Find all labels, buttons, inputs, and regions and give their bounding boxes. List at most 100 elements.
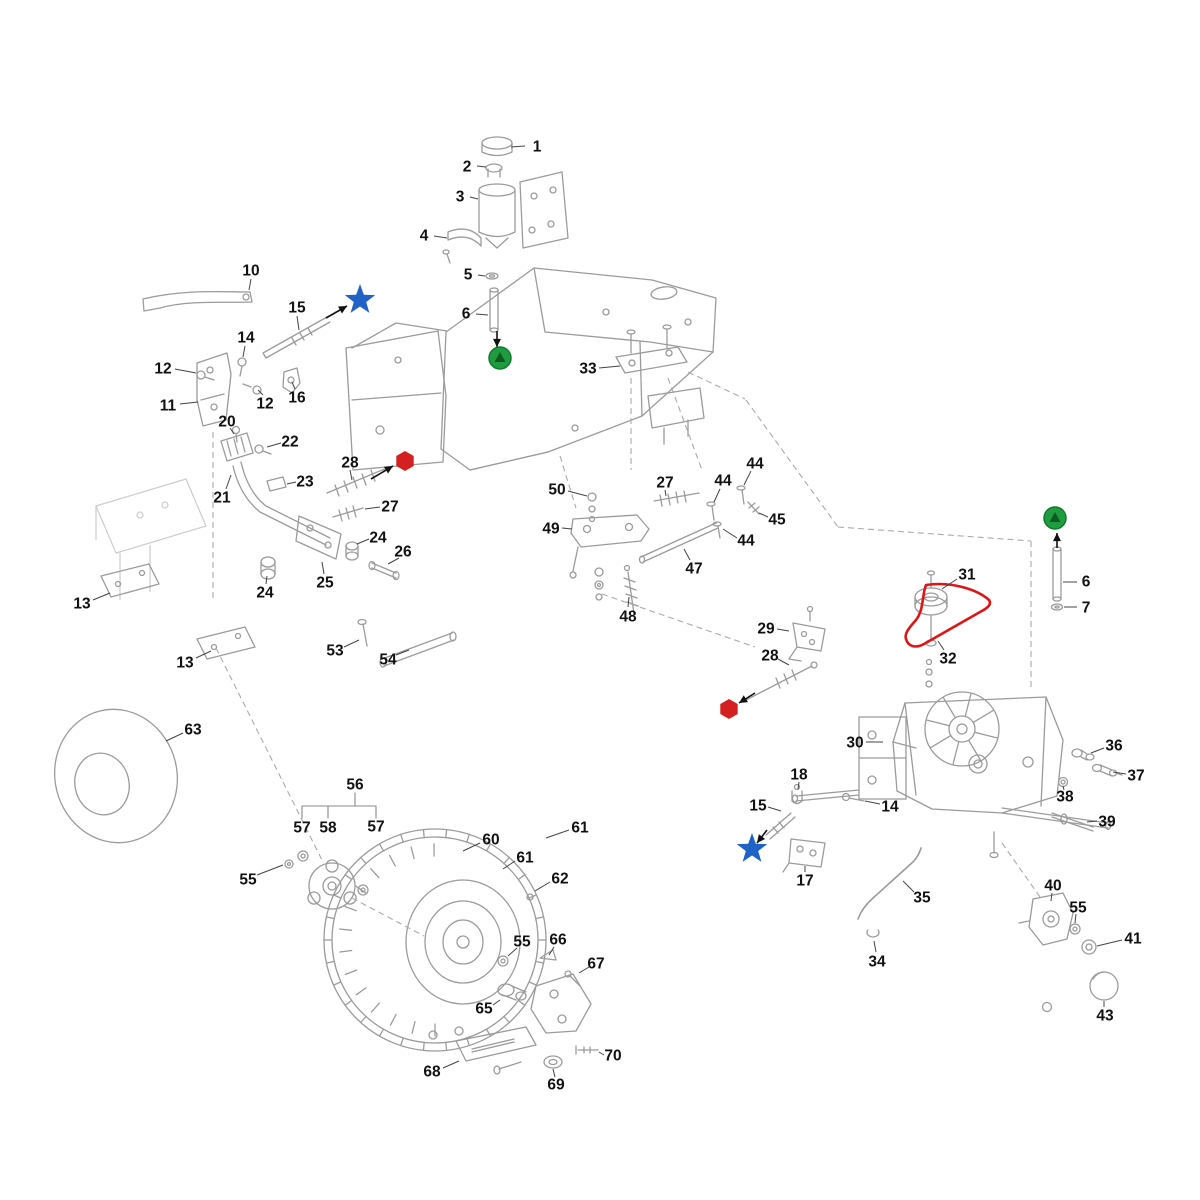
spring-27-left xyxy=(332,505,364,522)
part-label-33: 33 xyxy=(579,361,597,378)
leader-line xyxy=(349,469,353,481)
brake-linkage-group xyxy=(569,485,760,615)
leader-line xyxy=(1112,771,1127,775)
part-label-16: 16 xyxy=(288,390,306,407)
leader-line xyxy=(777,658,790,666)
leader-line xyxy=(257,389,264,396)
clutch-cable-group xyxy=(743,605,826,702)
part-label-24: 24 xyxy=(369,530,387,547)
tire-tread-tick xyxy=(332,894,342,899)
part-label-10: 10 xyxy=(242,263,259,280)
tire-tread-tick xyxy=(517,999,526,1006)
tire-face-tick xyxy=(344,905,357,912)
drive-belt-highlight xyxy=(904,582,992,648)
part-label-31: 31 xyxy=(958,567,976,584)
tire-face-tick xyxy=(338,928,353,931)
leader-line xyxy=(469,196,479,200)
part-label-28: 28 xyxy=(761,648,779,665)
part-label-15: 15 xyxy=(288,300,306,317)
leader-line xyxy=(462,842,481,852)
leader-line xyxy=(248,278,252,291)
leader-line xyxy=(321,561,325,575)
leader-line xyxy=(552,1068,556,1078)
tire-tread-tick xyxy=(535,960,545,964)
tire-face-tick xyxy=(411,1020,416,1034)
leader-line xyxy=(229,427,235,435)
leader-line xyxy=(722,528,738,539)
part-label-55: 55 xyxy=(513,934,531,951)
leader-line xyxy=(296,315,300,331)
leader-line xyxy=(776,628,790,632)
part-label-43: 43 xyxy=(1096,1008,1114,1025)
part-label-44: 44 xyxy=(714,473,732,490)
part-label-6: 6 xyxy=(462,306,471,323)
callout-arrowhead xyxy=(384,466,393,474)
tire-tread-tick xyxy=(344,999,353,1006)
tire-tread-tick xyxy=(344,874,353,881)
part-label-12: 12 xyxy=(154,361,171,378)
ghost-frame-left xyxy=(95,478,207,600)
leader-line xyxy=(683,548,691,561)
fan-blade-line xyxy=(967,739,982,761)
leader-line xyxy=(92,592,111,601)
green-triangle-icon xyxy=(1049,512,1061,522)
leader-line xyxy=(758,512,769,518)
leader-line xyxy=(242,345,246,358)
tire-face-tick xyxy=(370,868,380,879)
leader-line xyxy=(356,538,370,545)
leader-line xyxy=(286,481,297,485)
part-label-45: 45 xyxy=(768,512,786,529)
part-label-44: 44 xyxy=(737,533,755,550)
reservoir-assembly xyxy=(442,136,516,333)
part-label-1: 1 xyxy=(533,139,542,156)
leader-line xyxy=(225,474,232,490)
tire-face-tick xyxy=(389,1013,397,1026)
leader-line xyxy=(1050,892,1053,902)
rear-wheel-group xyxy=(53,708,547,1052)
callout-markers xyxy=(344,284,1067,862)
tire-tread-tick xyxy=(422,1041,425,1052)
part-label-25: 25 xyxy=(316,575,334,592)
part-label-18: 18 xyxy=(790,767,808,784)
tire-tread-tick xyxy=(325,916,335,920)
tire-tread-tick xyxy=(360,1015,367,1024)
tire-tread-tick xyxy=(378,1028,385,1037)
part-label-38: 38 xyxy=(1056,789,1074,806)
wheel-hub-right-group xyxy=(1018,892,1119,1013)
leader-line xyxy=(195,650,212,659)
part-label-68: 68 xyxy=(423,1064,441,1081)
leader-line xyxy=(864,800,881,805)
part-label-24: 24 xyxy=(256,585,274,602)
diagram-line-art xyxy=(53,136,1123,1075)
leader-line xyxy=(767,806,782,812)
leader-line xyxy=(291,381,296,390)
part-label-27: 27 xyxy=(656,475,673,492)
tire-face-tick xyxy=(344,969,358,976)
leader-line xyxy=(256,864,284,876)
tire-face-tick xyxy=(370,1002,381,1013)
tire-tread-tick xyxy=(503,1015,510,1024)
tire-tread-tick xyxy=(325,960,335,964)
part-label-69: 69 xyxy=(547,1077,565,1094)
part-label-35: 35 xyxy=(913,890,931,907)
part-label-37: 37 xyxy=(1127,768,1144,785)
leader-line xyxy=(902,880,915,893)
leader-line xyxy=(265,575,268,585)
callout-arrowhead xyxy=(739,695,748,703)
part-label-40: 40 xyxy=(1044,878,1061,895)
tire-tread-tick xyxy=(517,874,526,881)
tire-face-tick xyxy=(339,949,353,953)
tire-tread-tick xyxy=(332,981,342,986)
spring-28-left xyxy=(326,467,388,497)
leader-line xyxy=(492,999,501,1006)
part-label-27: 27 xyxy=(381,499,398,516)
part-label-34: 34 xyxy=(868,954,886,971)
part-label-5: 5 xyxy=(464,267,473,284)
leader-line xyxy=(433,235,448,239)
leader-line xyxy=(534,881,551,892)
part-label-60: 60 xyxy=(482,832,499,849)
leader-line xyxy=(174,368,197,374)
leader-line xyxy=(510,145,526,148)
